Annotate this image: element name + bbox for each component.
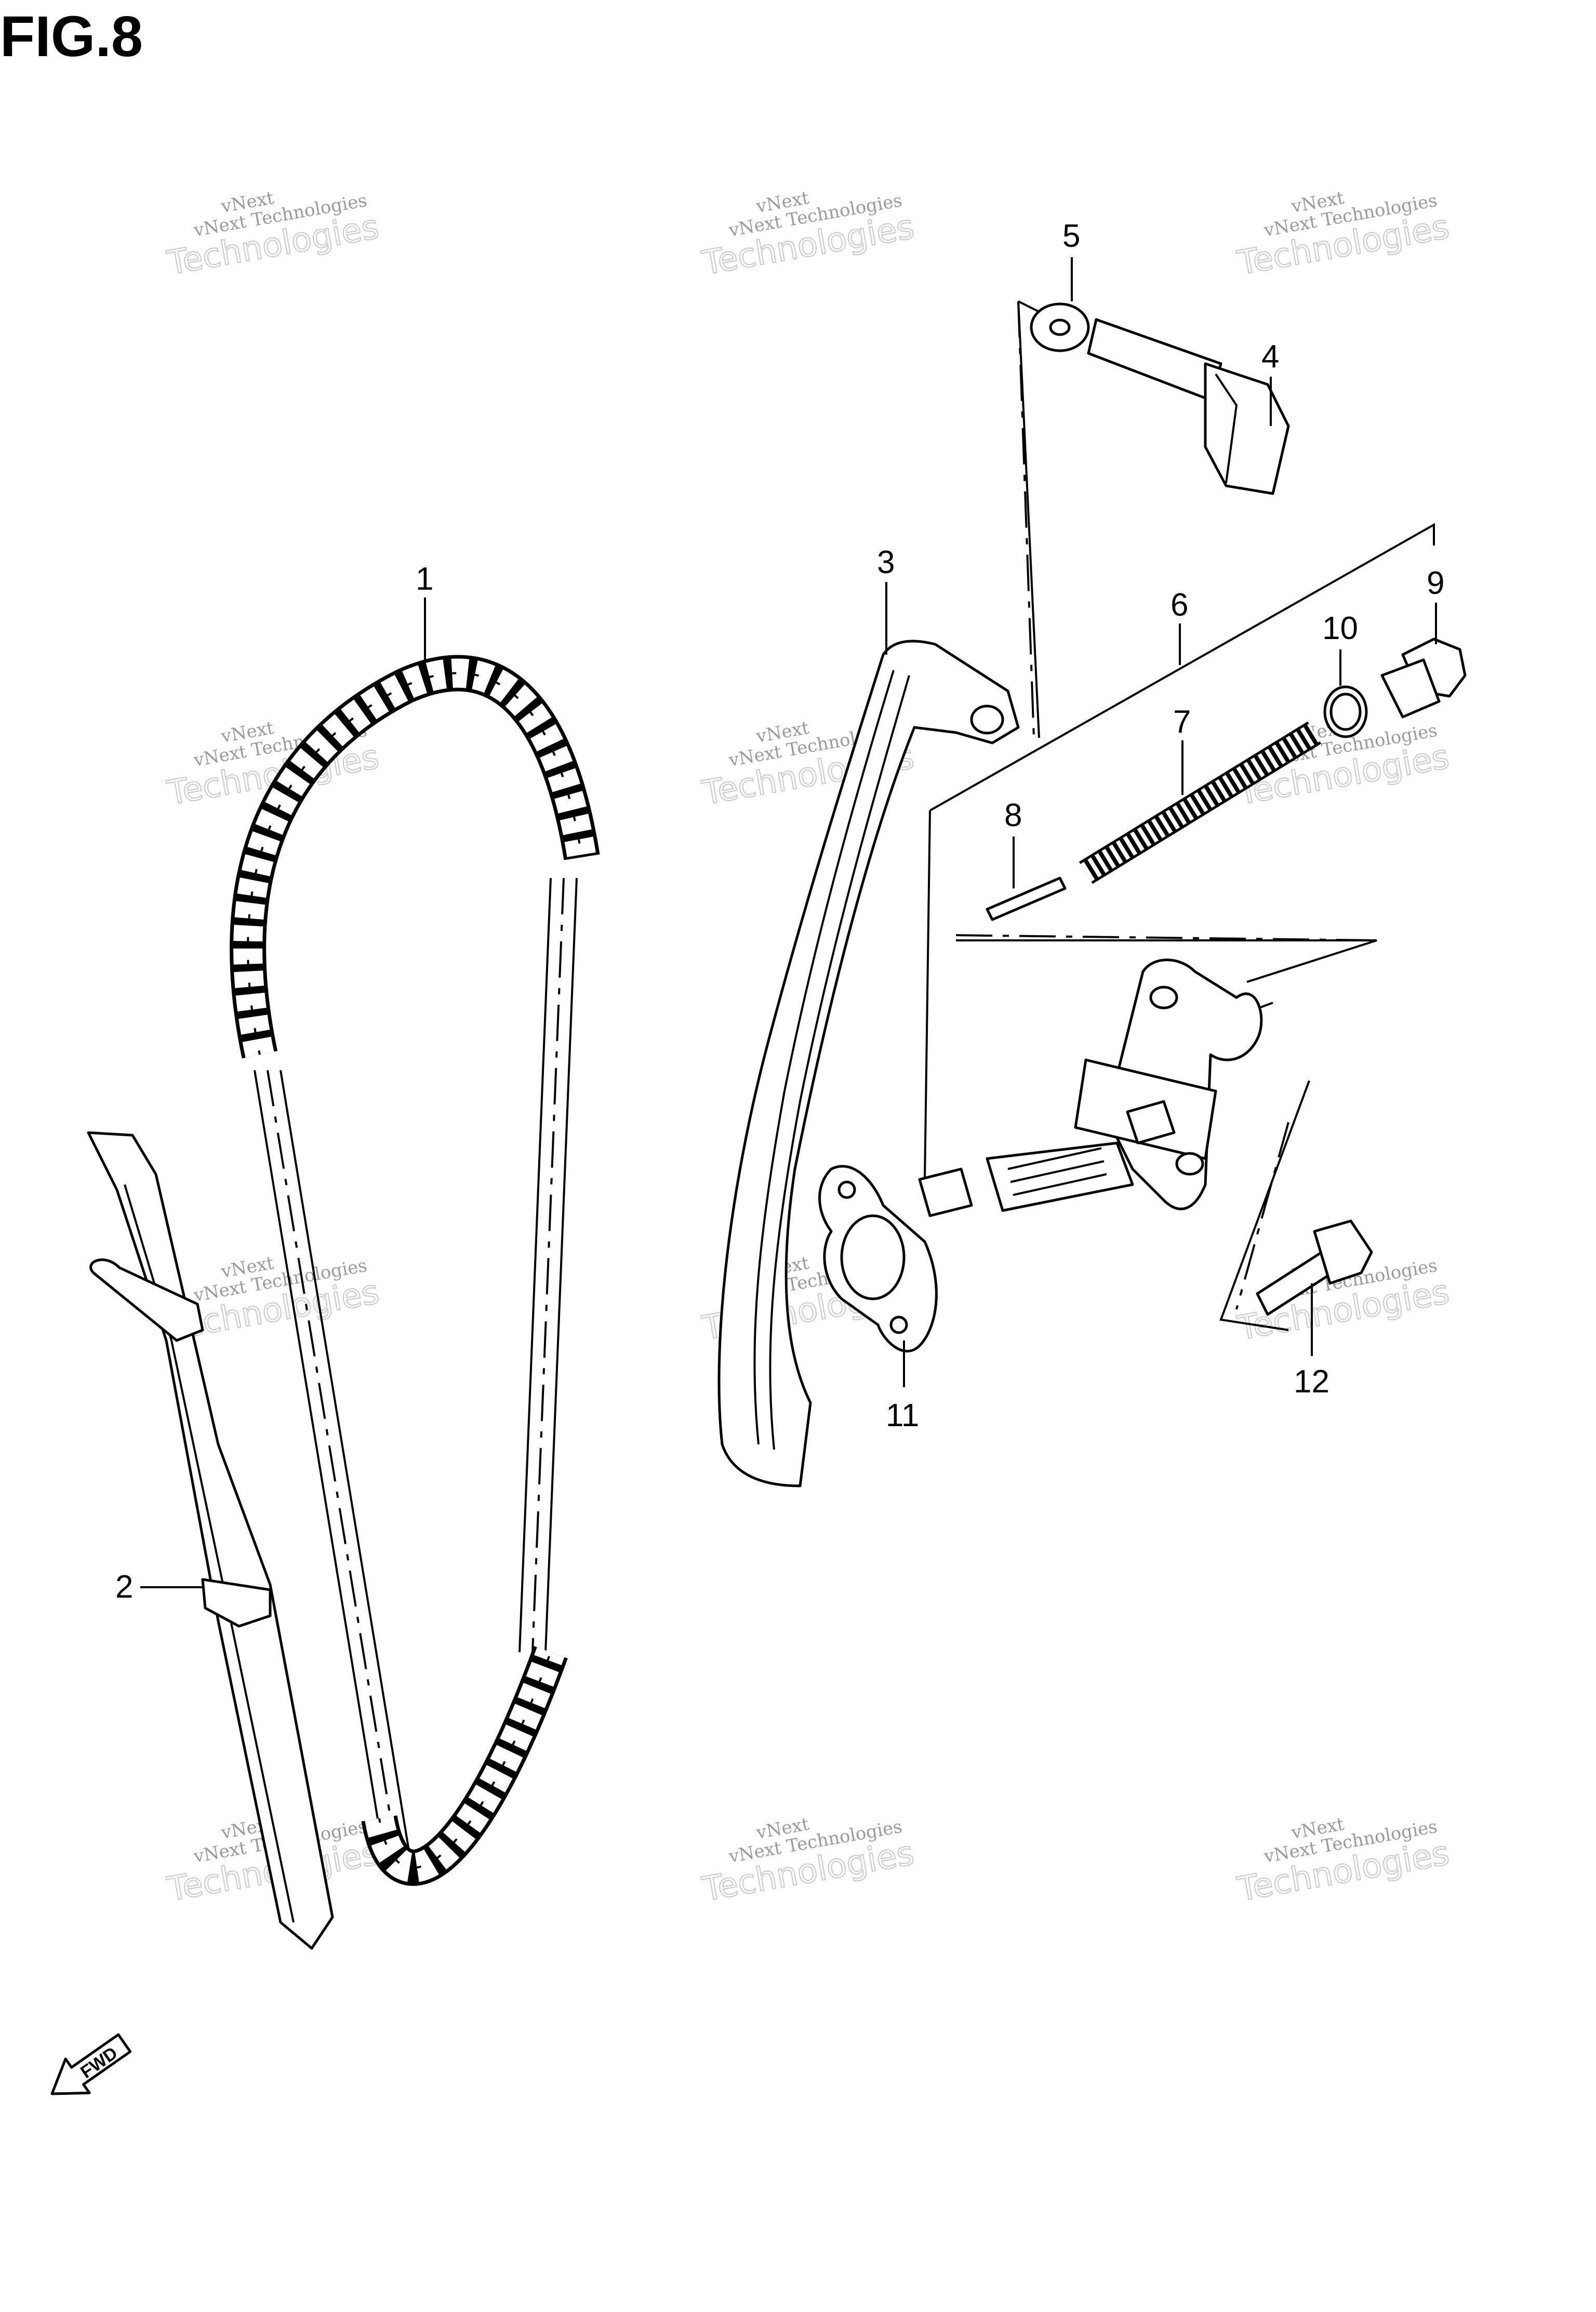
svg-text:2: 2 — [115, 1569, 133, 1605]
gasket-ring — [1323, 685, 1368, 738]
svg-text:10: 10 — [1322, 610, 1358, 646]
tensioner-arm — [717, 640, 1020, 1487]
mounting-bolt-group — [1219, 1080, 1373, 1331]
cam-chain — [230, 655, 600, 1886]
arm-bolt — [1087, 318, 1222, 402]
figure-title: FIG.8 — [0, 5, 143, 69]
svg-text:11: 11 — [886, 1398, 919, 1433]
callout-6: 6 — [1171, 587, 1188, 665]
callout-5: 5 — [1062, 218, 1080, 301]
fwd-arrow-icon: FWD — [50, 2033, 132, 2095]
callout-8: 8 — [1004, 798, 1022, 888]
svg-text:7: 7 — [1173, 704, 1191, 740]
svg-text:3: 3 — [877, 544, 895, 580]
arm-bolt-group — [1017, 300, 1290, 738]
svg-text:4: 4 — [1261, 339, 1279, 375]
watermark: vNext vNext Technologies Technologies — [164, 188, 382, 284]
tensioner-adjuster-body — [918, 959, 1263, 1217]
watermark: vNext vNext Technologies Technologies — [699, 1814, 917, 1910]
watermark: vNext vNext Technologies Technologies — [1234, 1814, 1453, 1910]
svg-text:8: 8 — [1004, 798, 1022, 833]
callout-2: 2 — [115, 1569, 203, 1605]
chain-guide — [87, 1131, 334, 1950]
callout-11: 11 — [886, 1340, 919, 1433]
callout-12: 12 — [1294, 1283, 1329, 1400]
watermark: vNext vNext Technologies Technologies — [699, 188, 917, 284]
callout-1: 1 — [416, 561, 433, 675]
callout-9: 9 — [1427, 565, 1444, 644]
callout-7: 7 — [1173, 704, 1191, 795]
pin — [986, 876, 1067, 921]
svg-text:9: 9 — [1427, 565, 1444, 601]
svg-text:1: 1 — [416, 561, 433, 597]
svg-text:5: 5 — [1062, 218, 1080, 254]
adjuster-gasket — [818, 1165, 938, 1353]
svg-text:6: 6 — [1171, 587, 1188, 623]
spring — [1079, 721, 1322, 884]
plug-bolt — [1380, 637, 1467, 719]
svg-text:12: 12 — [1294, 1364, 1329, 1400]
callout-3: 3 — [877, 544, 895, 655]
callout-10: 10 — [1322, 610, 1358, 686]
callout-4: 4 — [1261, 339, 1279, 426]
watermark: vNext vNext Technologies Technologies — [1234, 188, 1453, 284]
